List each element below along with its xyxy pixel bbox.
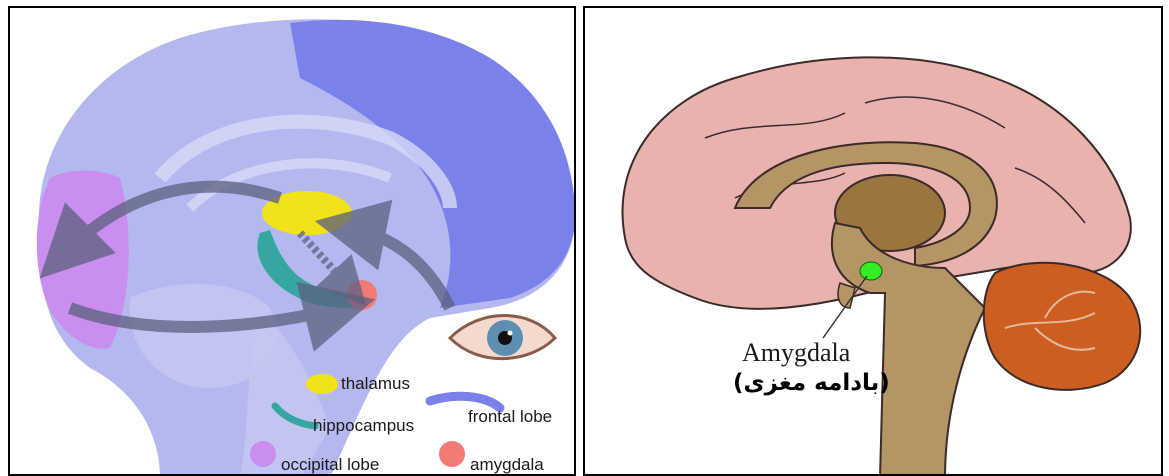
legend-amygdala-swatch (439, 441, 465, 467)
legend-hippocampus-label: hippocampus (313, 416, 414, 436)
legend-thalamus-swatch (306, 374, 338, 394)
right-brain-panel: Amygdala (بادامه مغزی) (583, 6, 1163, 476)
brain-midsagittal-illustration (585, 8, 1163, 476)
amygdala-label: Amygdala (742, 338, 850, 368)
legend-occipital-lobe-swatch (250, 441, 276, 467)
eye-icon (450, 316, 555, 359)
left-brain-panel: thalamus hippocampus frontal lobe occipi… (8, 6, 576, 476)
legend-frontal-lobe-label: frontal lobe (468, 407, 552, 427)
legend-occipital-lobe-label: occipital lobe (281, 455, 379, 475)
amygdala-highlight (860, 262, 882, 280)
legend-thalamus-label: thalamus (341, 374, 410, 394)
legend-amygdala-label: amygdala (470, 455, 544, 475)
amygdala-label-persian: (بادامه مغزی) (733, 370, 890, 396)
brain-sagittal-illustration (10, 8, 576, 476)
